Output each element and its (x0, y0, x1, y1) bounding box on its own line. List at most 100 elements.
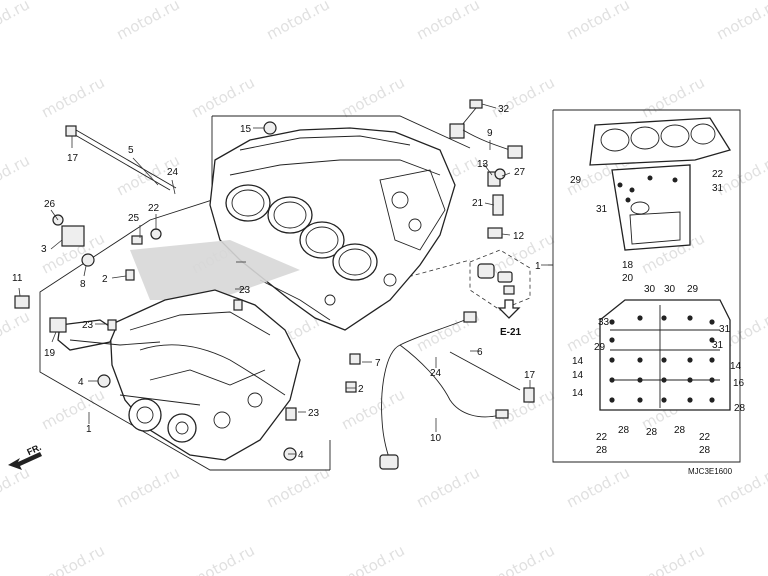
callout-22: 22 (148, 203, 160, 214)
bolt-marker (609, 377, 615, 383)
watermark-text: motod.ru (413, 0, 482, 44)
callout-2: 2 (102, 274, 108, 285)
watermark-text: motod.ru (488, 541, 557, 576)
watermark-text: motod.ru (563, 0, 632, 44)
bolt-marker (661, 397, 667, 403)
wire-harness (379, 311, 521, 470)
bolt-marker (609, 357, 615, 363)
watermark-text: motod.ru (263, 0, 332, 44)
bolt-marker (709, 357, 715, 363)
callout-3: 3 (41, 244, 47, 255)
watermark-text: motod.ru (188, 541, 257, 576)
bolt-marker (609, 397, 615, 403)
bolt-marker (709, 377, 715, 383)
watermark-text: motod.ru (563, 463, 632, 511)
callout-29: 29 (687, 284, 699, 295)
upper-crankcase (209, 127, 456, 331)
callout-33: 33 (598, 317, 610, 328)
callout-2: 2 (358, 384, 364, 395)
callout-1: 1 (535, 261, 541, 272)
callout-19: 19 (44, 348, 56, 359)
bolt-marker (661, 315, 667, 321)
callout-12: 12 (513, 231, 525, 242)
watermark-text: motod.ru (188, 73, 257, 121)
callout-14: 14 (572, 356, 584, 367)
callout-28: 28 (618, 425, 630, 436)
callout-23: 23 (239, 285, 251, 296)
watermark-text: motod.ru (113, 0, 182, 44)
bolt-marker (609, 337, 615, 343)
callout-30: 30 (664, 284, 676, 295)
bolt-points (609, 315, 715, 403)
callout-4: 4 (78, 377, 84, 388)
callout-28: 28 (699, 445, 711, 456)
watermark-text: motod.ru (0, 463, 33, 511)
callout-labels: 17 5 24 15 32 9 13 27 21 12 26 25 22 3 2… (12, 104, 746, 476)
callout-8: 8 (80, 279, 86, 290)
sub-assembly-box (469, 249, 531, 319)
bolt-marker (637, 357, 643, 363)
callout-10: 10 (430, 433, 442, 444)
watermark-text: motod.ru (38, 73, 107, 121)
callout-32: 32 (498, 104, 510, 115)
watermark-text: motod.ru (0, 151, 33, 199)
callout-11: 11 (12, 273, 23, 284)
bolt-marker (637, 397, 643, 403)
callout-22: 22 (596, 432, 608, 443)
watermark-text: motod.ru (638, 541, 707, 576)
drawing-code: MJC3E1600 (688, 467, 733, 476)
callout-20: 20 (622, 273, 634, 284)
watermark-text: motod.ru (38, 541, 107, 576)
bolt-marker (687, 357, 693, 363)
callout-23: 23 (308, 408, 320, 419)
oil-pipe (57, 319, 161, 351)
callout-21: 21 (472, 198, 484, 209)
callout-9: 9 (487, 128, 493, 139)
callout-24: 24 (167, 167, 179, 178)
watermark-text: motod.ru (713, 0, 768, 44)
bolt-marker (637, 315, 643, 321)
watermark-text: motod.ru (38, 385, 107, 433)
callout-4: 4 (298, 450, 304, 461)
callout-18: 18 (622, 260, 634, 271)
bolt-detail-panel (548, 109, 741, 463)
callout-17: 17 (524, 370, 536, 381)
bolt-marker (709, 337, 715, 343)
callout-28: 28 (596, 445, 608, 456)
callout-22: 22 (712, 169, 724, 180)
callout-28: 28 (674, 425, 686, 436)
watermark-text: motod.ru (338, 541, 407, 576)
callout-29: 29 (594, 342, 606, 353)
bolt-marker (687, 315, 693, 321)
callout-31: 31 (712, 340, 724, 351)
callout-28: 28 (734, 403, 746, 414)
bolt-marker (661, 357, 667, 363)
callout-13: 13 (477, 159, 489, 170)
callout-31: 31 (596, 204, 608, 215)
callout-31: 31 (719, 324, 731, 335)
leader-lines (18, 103, 548, 455)
callout-16: 16 (733, 378, 745, 389)
sealant-area (130, 240, 300, 300)
callout-23: 23 (82, 320, 94, 331)
callout-26: 26 (44, 199, 56, 210)
callout-7: 7 (375, 358, 381, 369)
watermark-text: motod.ru (113, 463, 182, 511)
reference-label: E-21 (500, 327, 522, 338)
reference-arrow-icon (497, 299, 521, 319)
callout-14: 14 (572, 370, 584, 381)
callout-5: 5 (128, 145, 134, 156)
callout-15: 15 (240, 124, 252, 135)
bolt-marker (687, 377, 693, 383)
callout-29: 29 (570, 175, 582, 186)
bolt-marker (609, 319, 615, 325)
callout-24: 24 (430, 368, 442, 379)
watermark-text: motod.ru (0, 307, 33, 355)
callout-27: 27 (514, 167, 526, 178)
callout-6: 6 (477, 347, 483, 358)
watermark-text: motod.ru (263, 463, 332, 511)
watermark-text: motod.ru (0, 0, 33, 44)
callout-17: 17 (67, 153, 79, 164)
lower-crankcase (109, 289, 301, 461)
callout-14: 14 (572, 388, 584, 399)
